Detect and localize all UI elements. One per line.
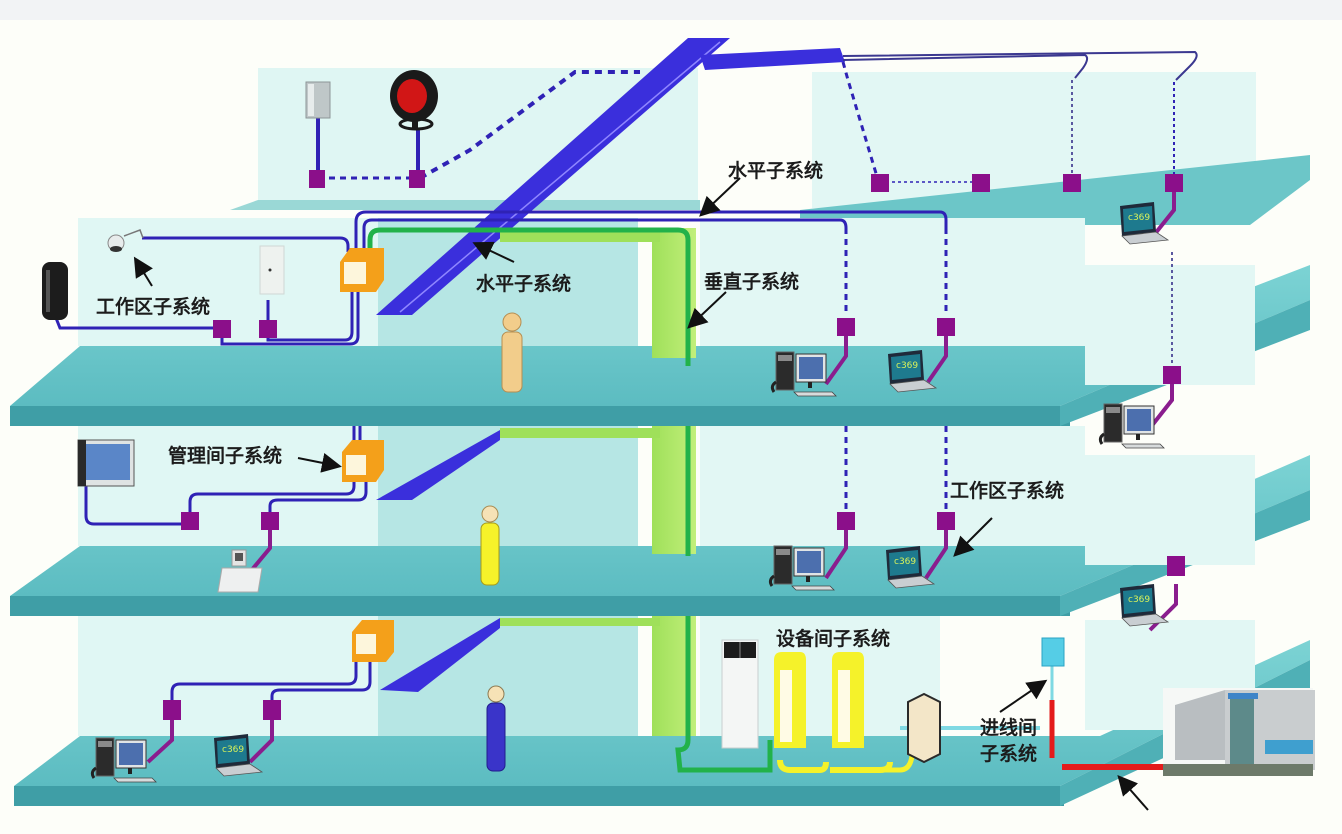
laptop-icon: c369: [1120, 584, 1170, 627]
equipment-room: [721, 637, 1065, 764]
label-equipment-room-subsystem: 设备间子系统: [776, 627, 890, 650]
svg-text:c369: c369: [894, 557, 916, 567]
infrared-detector-icon: [42, 262, 68, 320]
label-entrance-subsystem-line2: 子系统: [980, 742, 1037, 765]
outlet: [309, 170, 325, 188]
workstation-devices: c369 c369 c369 c369 c369: [90, 202, 1170, 783]
label-entrance-subsystem-line1: 进线间: [980, 716, 1037, 739]
outlets: [163, 170, 1185, 720]
floor-3-cables: [54, 210, 1174, 430]
outlet: [263, 700, 281, 720]
tv-monitor-icon: [77, 439, 135, 487]
closet-box-floor-1: [352, 620, 394, 662]
laptop-icon: c369: [214, 734, 264, 777]
annotation-arrows: [133, 177, 1149, 811]
wall-sensor-icon: [259, 245, 285, 295]
label-horizontal-subsystem-top: 水平子系统: [728, 159, 823, 182]
label-work-area-subsystem-right: 工作区子系统: [950, 479, 1064, 502]
person-icon-floor-2: [480, 505, 500, 586]
telecom-closets: [340, 248, 394, 662]
building-photo: [1163, 688, 1315, 776]
outlet: [409, 170, 425, 188]
access-panel-icon: [305, 81, 331, 119]
outlet: [259, 320, 277, 338]
floor-2: [10, 265, 1310, 616]
desktop-computer-icon: [768, 545, 835, 591]
desktop-computer-icon: [1098, 403, 1165, 449]
entrance-box-icon: [1041, 637, 1065, 667]
label-work-area-subsystem-left: 工作区子系统: [96, 295, 210, 318]
label-vertical-subsystem: 垂直子系统: [704, 270, 799, 293]
top-bar: [0, 0, 1342, 20]
outlet: [871, 174, 889, 192]
telephone-icon: [217, 549, 263, 593]
ptz-camera-icon: [107, 229, 144, 252]
svg-text:c369: c369: [1128, 213, 1150, 223]
desktop-computer-icon: [90, 737, 157, 783]
equipment-rack-icon: [832, 652, 864, 748]
equipment-rack-icon: [774, 652, 806, 748]
outlet: [1165, 174, 1183, 192]
outlet: [937, 318, 955, 336]
outlet: [837, 318, 855, 336]
air-conditioner-icon: [721, 639, 759, 749]
svg-text:c369: c369: [222, 745, 244, 755]
server-cabinet-icon: [907, 692, 941, 764]
top-cable-tray: [700, 48, 845, 70]
desktop-computer-icon: [770, 351, 837, 397]
floor-1-slab-edge: [14, 786, 1064, 806]
outlet: [837, 512, 855, 530]
label-horizontal-subsystem-mid: 水平子系统: [476, 272, 571, 295]
outlet: [261, 512, 279, 530]
outlet: [1167, 556, 1185, 576]
floor-3-slab-edge: [10, 406, 1070, 426]
outlet: [937, 512, 955, 530]
outlet: [1063, 174, 1081, 192]
floor-2-slab-edge: [10, 596, 1070, 616]
top-right-floor: [800, 155, 1310, 225]
laptop-icon: c369: [886, 546, 936, 589]
floor-2-slab-top: [10, 455, 1310, 596]
floor-2-cable-tray: [376, 430, 500, 500]
alarm-siren-icon: [390, 70, 438, 131]
floor-3-slab-top: [10, 265, 1310, 406]
closet-box-floor-3: [340, 248, 384, 292]
top-floor-cables: [316, 50, 1198, 242]
outlet: [972, 174, 990, 192]
outlet: [163, 700, 181, 720]
person-icon-floor-3: [501, 312, 523, 393]
laptop-icon: c369: [888, 350, 938, 393]
outlet: [181, 512, 199, 530]
vertical-backbone: [367, 227, 773, 773]
floor-2-cables: [84, 426, 948, 580]
person-icon-floor-1: [486, 685, 506, 772]
floor-1-cable-tray: [380, 618, 500, 692]
outlet: [1163, 366, 1181, 384]
svg-text:c369: c369: [896, 361, 918, 371]
outlet: [213, 320, 231, 338]
svg-text:c369: c369: [1128, 595, 1150, 605]
laptop-icon: c369: [1120, 202, 1170, 245]
backbone-cable-tray: [376, 38, 845, 692]
closet-box-floor-2: [342, 440, 384, 482]
label-admin-subsystem: 管理间子系统: [168, 444, 282, 467]
floor-1-slab-top: [14, 640, 1310, 786]
